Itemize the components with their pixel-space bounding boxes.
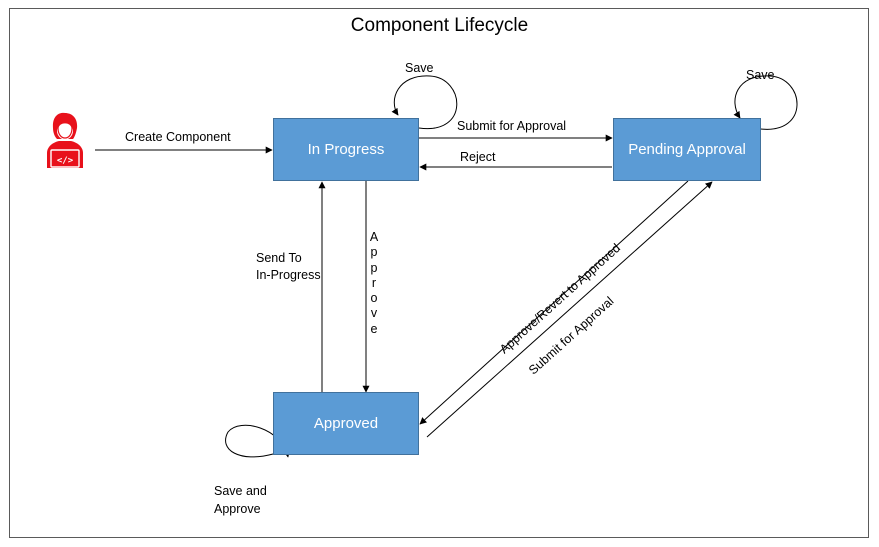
state-in-progress: In Progress — [273, 118, 419, 181]
save-loop-pending — [733, 75, 798, 130]
label-save-in-progress: Save — [405, 61, 434, 75]
state-pending-approval: Pending Approval — [613, 118, 761, 181]
label-save-and: Save and — [214, 484, 267, 498]
approve-revert-arrow — [419, 180, 689, 425]
state-approved: Approved — [273, 392, 419, 455]
label-save-pending: Save — [746, 68, 775, 82]
label-in-progress: In-Progress — [256, 268, 321, 282]
diagram-title: Component Lifecycle — [350, 15, 529, 36]
svg-text:</>: </> — [57, 156, 74, 166]
label-approve-vertical: A p p r o v e — [369, 230, 379, 336]
label-approve: Approve — [214, 502, 261, 516]
label-reject: Reject — [460, 150, 496, 164]
label-submit-for-approval: Submit for Approval — [457, 119, 567, 133]
save-loop-in-progress — [391, 75, 458, 129]
diagram-frame — [9, 8, 869, 538]
developer-icon: </> — [47, 112, 83, 168]
submit-for-approval-diag-arrow — [426, 181, 713, 438]
label-send-to: Send To — [256, 251, 302, 265]
label-create-component: Create Component — [125, 130, 231, 144]
